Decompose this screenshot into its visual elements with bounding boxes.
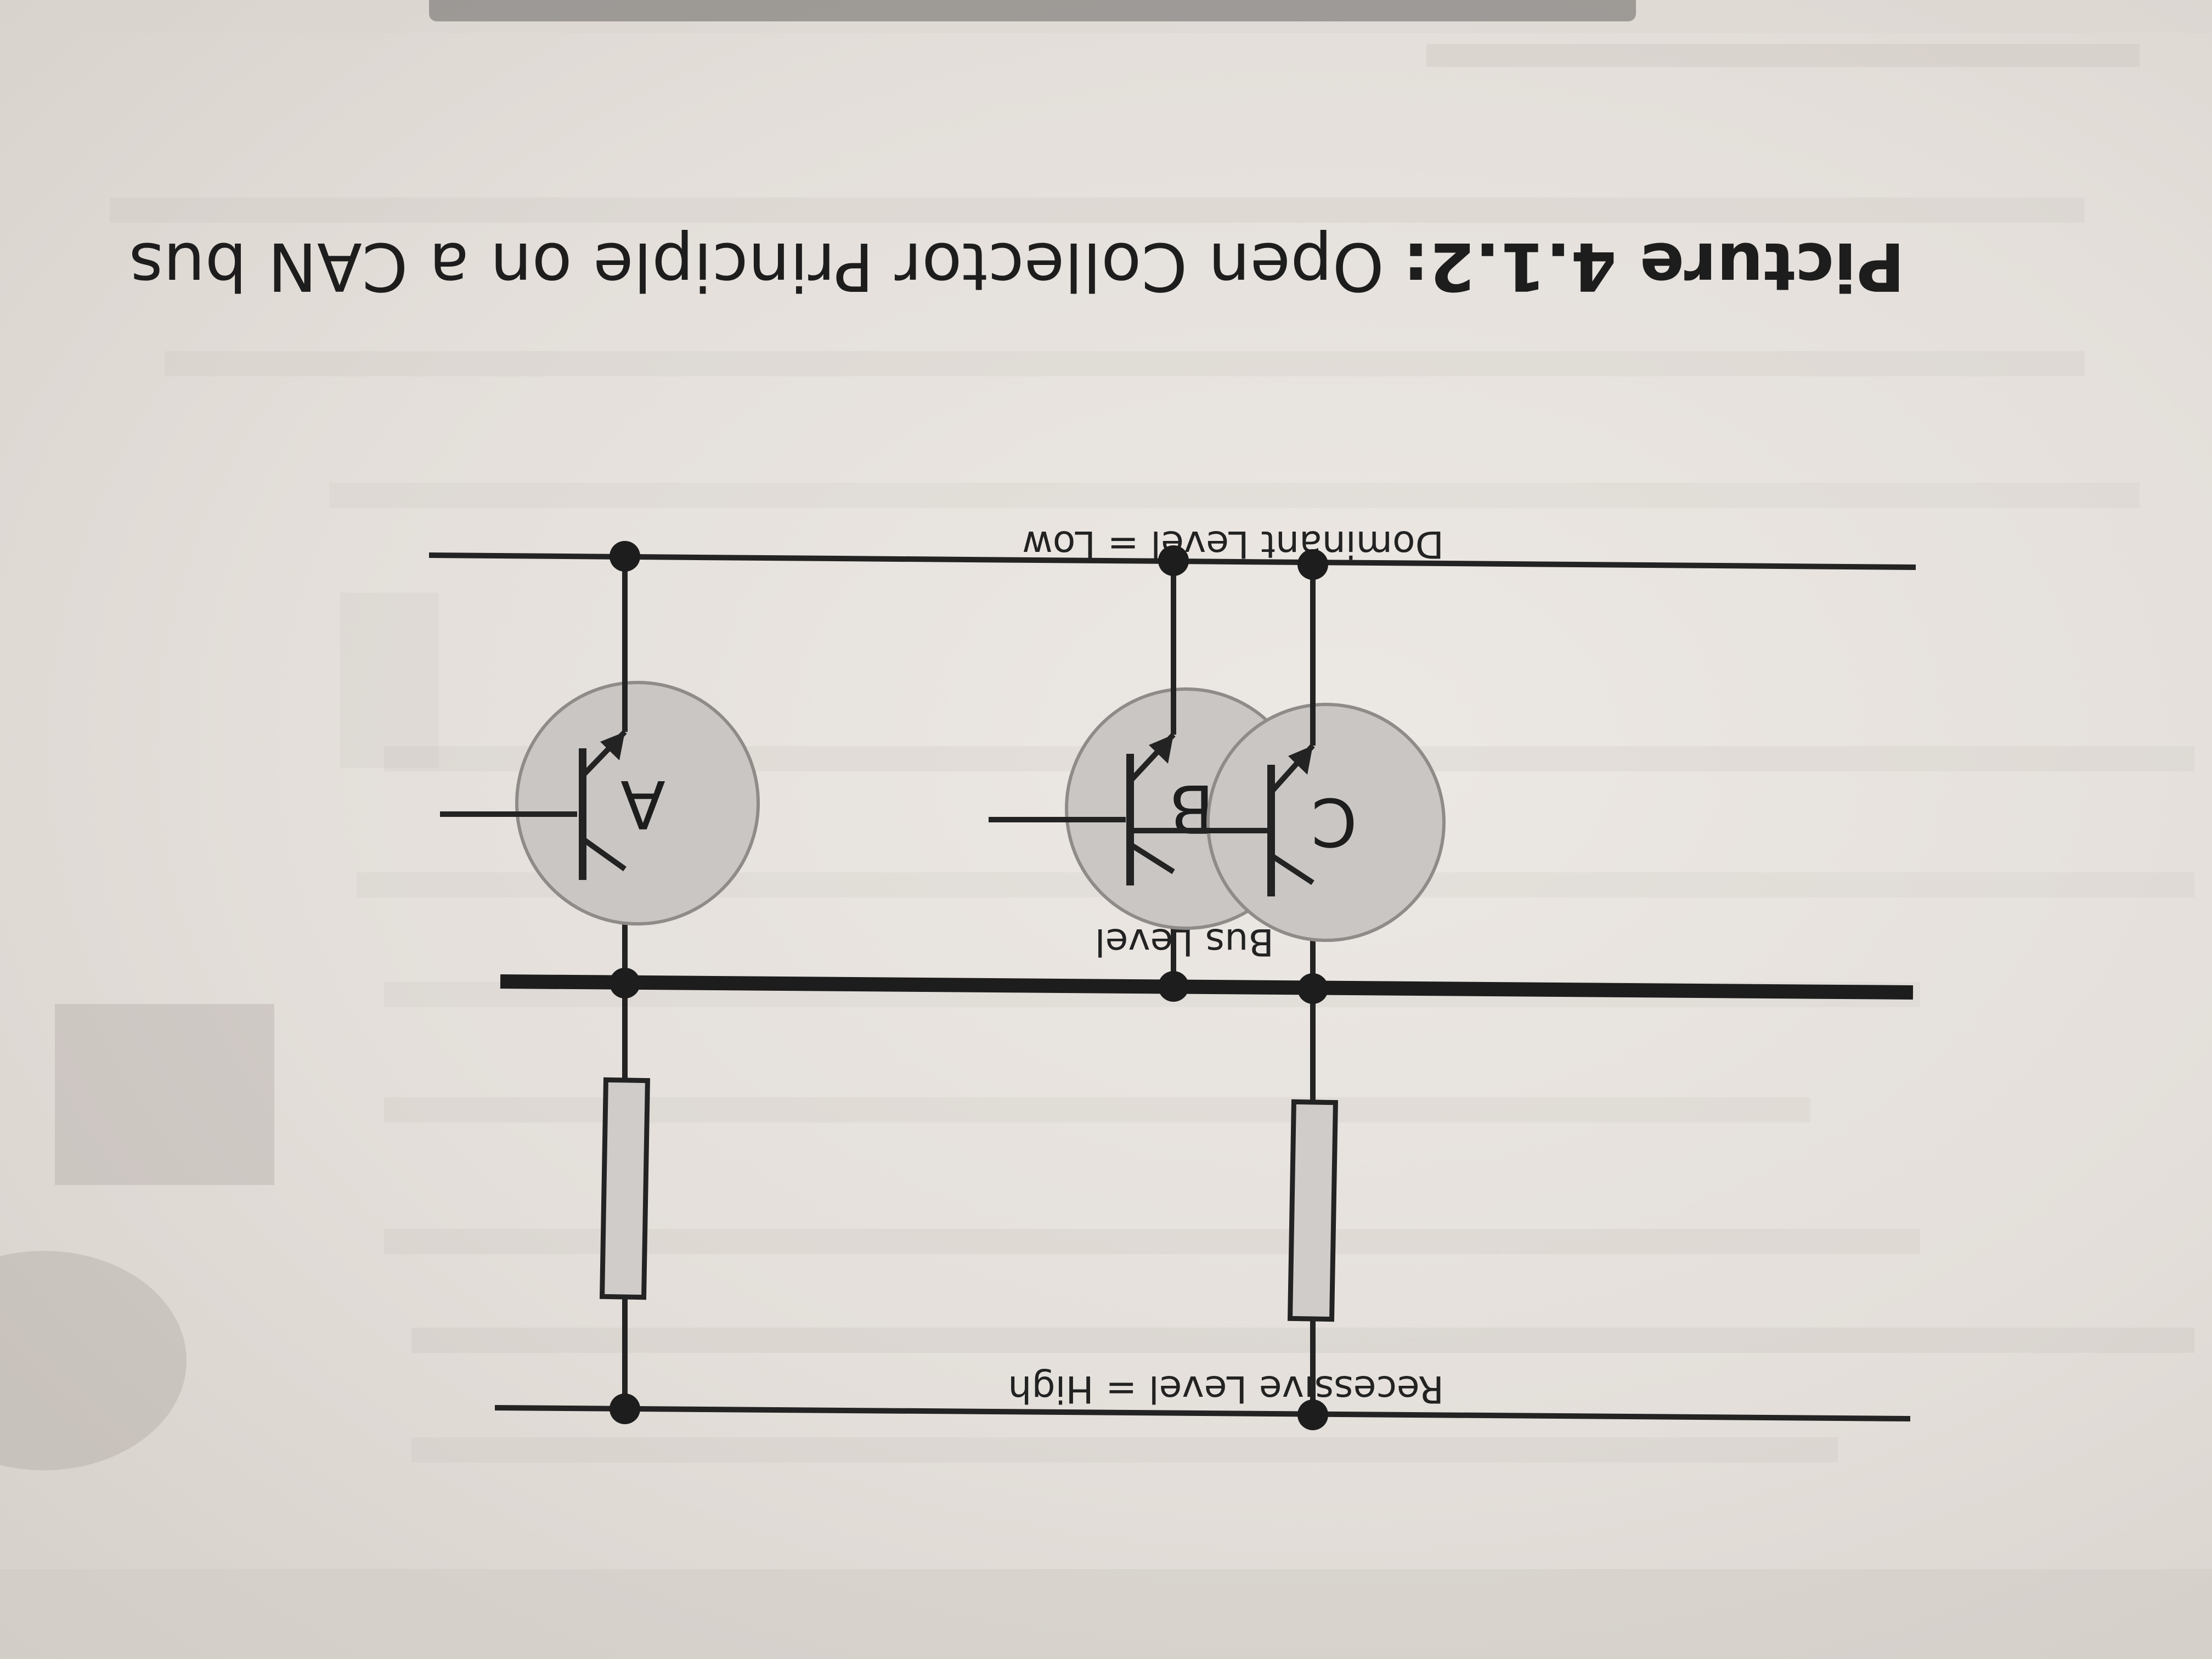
junction-dot-recessive-a (610, 1393, 640, 1424)
bleed-through-line (411, 1437, 1838, 1463)
transistor-c-emitter-arrow (1288, 746, 1313, 775)
transistor-c: C (1128, 565, 1446, 990)
bleed-through-line (384, 1097, 1810, 1122)
junction-dot-dominant-a (610, 541, 640, 572)
caption-title: Open Collector Principle on a CAN bus (129, 228, 1384, 304)
resistor-a (599, 984, 651, 1409)
caption-prefix: Picture 4.1.2: (1403, 228, 1905, 304)
bleed-through-line (165, 351, 2085, 376)
page-bottom-shadow (0, 1569, 2212, 1659)
bleed-through-line (110, 198, 2085, 223)
junction-dot-dominant-c (1297, 549, 1328, 580)
junction-dot-bus-a (610, 968, 640, 998)
resistor-a-body (599, 1077, 651, 1300)
junction-dot-bus-b (1158, 971, 1189, 1002)
recessive-level-label: Recessive Level = High (1008, 1367, 1444, 1410)
transistor-a: A (440, 556, 760, 984)
transistor-c-circle (1206, 703, 1446, 942)
transistor-b-emitter-arrow (1149, 735, 1173, 764)
bleed-through-line (1426, 44, 2140, 67)
resistor-c-body (1287, 1099, 1339, 1322)
transistor-c-collector-leg (1269, 853, 1314, 885)
transistor-a-collector-leg (581, 836, 627, 872)
junction-dot-recessive-c (1297, 1400, 1328, 1430)
figure-caption: Picture 4.1.2: Open Collector Principle … (129, 228, 1905, 304)
cut-off-heading-group (429, 0, 1636, 21)
recessive-level-line (494, 1405, 1911, 1421)
transistor-a-emitter-arrow (600, 732, 625, 760)
resistor-c (1287, 990, 1339, 1415)
transistor-c-label: C (1311, 783, 1357, 859)
cut-off-heading-text (429, 0, 1636, 21)
bleed-through-line (329, 483, 2140, 508)
bleed-through-block (55, 1004, 274, 1185)
bleed-through-line (411, 1328, 2194, 1353)
transistor-a-label: A (620, 765, 665, 842)
bus-level-line (500, 974, 1914, 1000)
bleed-through-block (340, 592, 439, 768)
transistor-a-circle (515, 681, 760, 926)
junction-dot-dominant-b (1158, 545, 1189, 576)
junction-dot-bus-c (1297, 973, 1328, 1004)
transistor-b-collector-leg (1128, 842, 1175, 874)
thumb-shadow (0, 1251, 187, 1470)
rotated-page-content: Picture 4.1.2: Open Collector Principle … (129, 228, 1916, 1430)
page-top-shadow (0, 0, 2212, 33)
dominant-level-label: Dominant Level = Low (1022, 522, 1444, 566)
